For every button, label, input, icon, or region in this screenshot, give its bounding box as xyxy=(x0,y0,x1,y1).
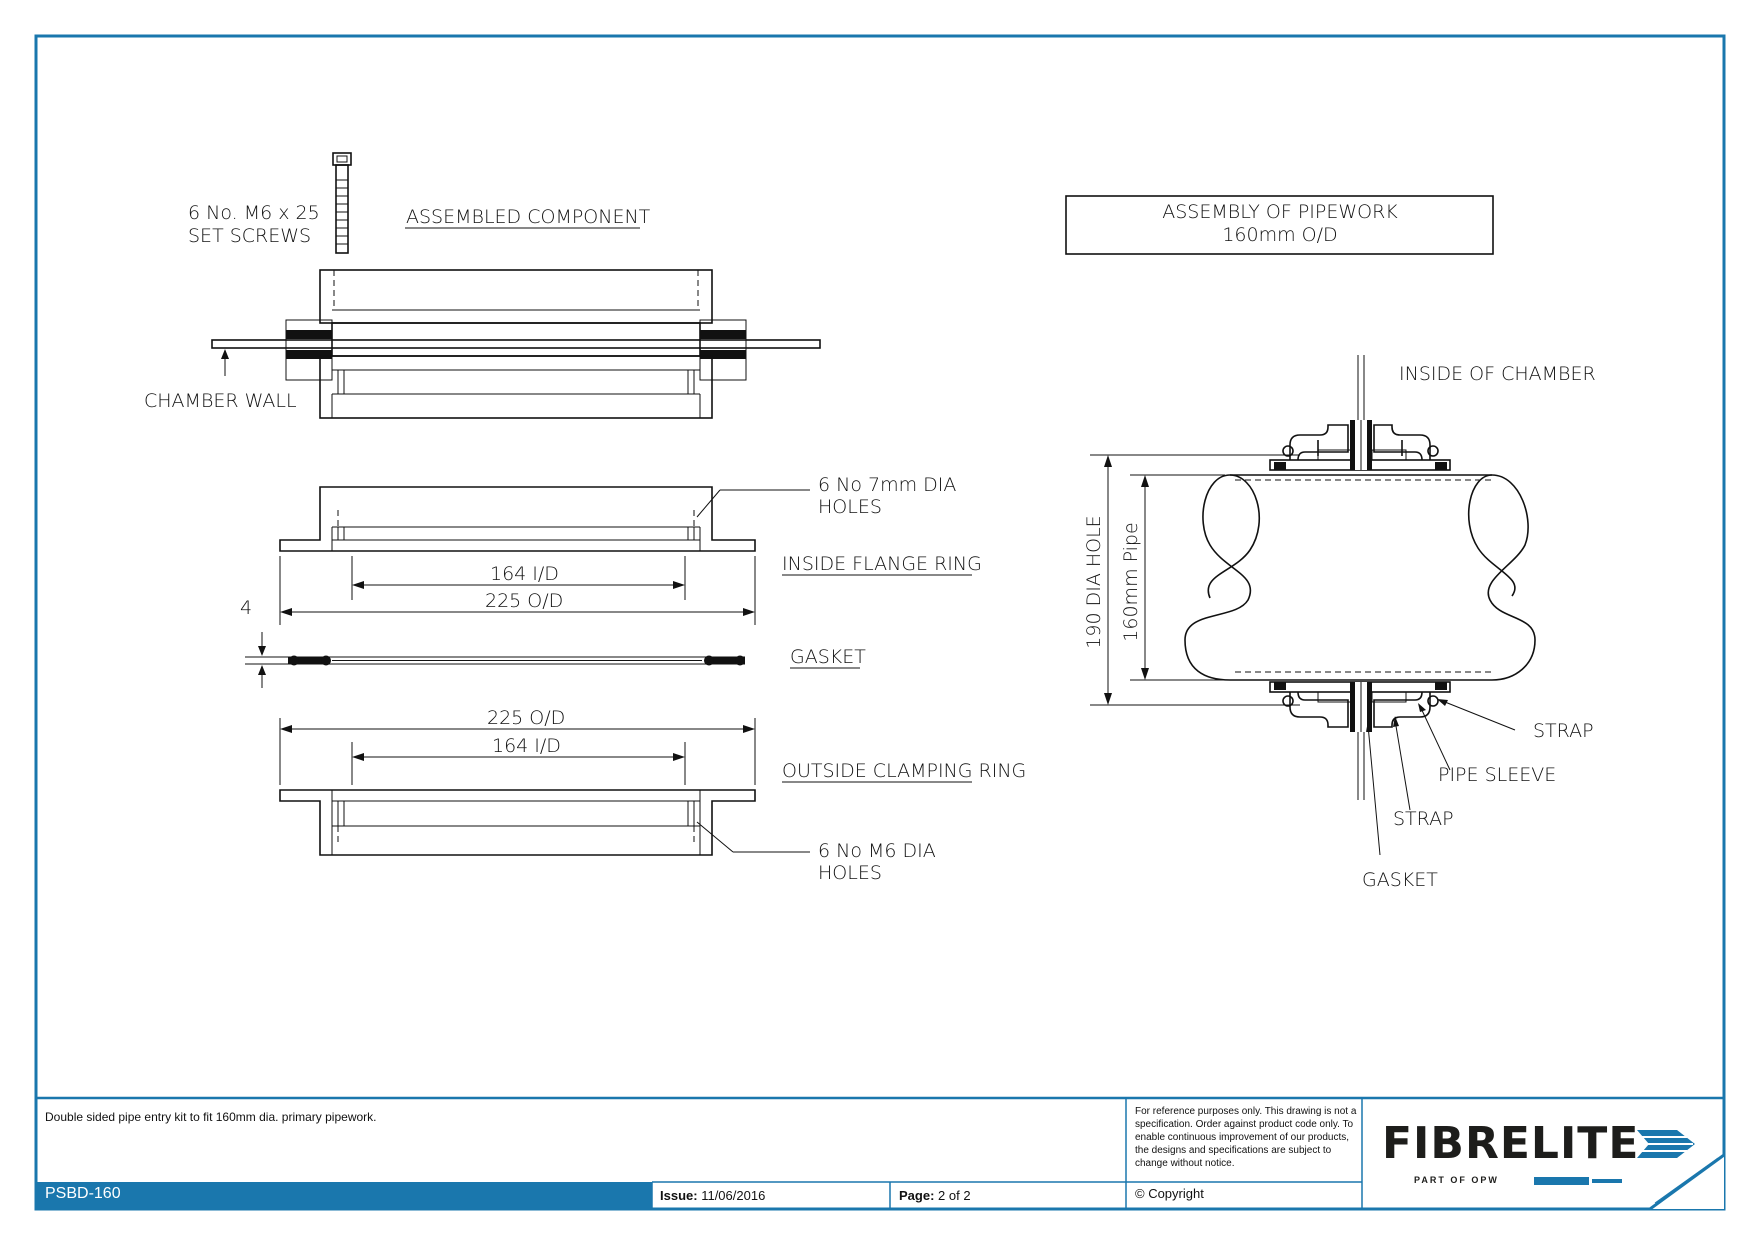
assembled-component-view xyxy=(211,152,821,419)
label-strap-upper: STRAP xyxy=(1533,720,1594,742)
label-strap-lower: STRAP xyxy=(1393,808,1454,830)
logo-arrow-icon xyxy=(1637,1130,1695,1158)
logo-wordmark: FIBRELITE xyxy=(1382,1118,1640,1169)
page-field: Page: 2 of 2 xyxy=(899,1188,971,1203)
pipe-right-end xyxy=(1487,474,1536,681)
issue-value: 11/06/2016 xyxy=(701,1188,766,1203)
drawing-description: Double sided pipe entry kit to fit 160mm… xyxy=(45,1110,377,1124)
disclaimer-note: For reference purposes only. This drawin… xyxy=(1135,1106,1357,1169)
label-dim-4: 4 xyxy=(240,597,252,619)
outside-clamping-ring-view xyxy=(279,718,972,856)
inside-flange-ring-view xyxy=(279,486,972,625)
page-value: 2 of 2 xyxy=(938,1188,971,1203)
gasket-view xyxy=(245,632,860,688)
label-gasket-assembly: GASKET xyxy=(1362,869,1438,891)
label-160mm-pipe: 160mm Pipe xyxy=(1120,522,1142,641)
fibrelite-logo: FIBRELITE PART OF OPW xyxy=(1382,1118,1702,1188)
label-m6-holes-line1: 6 No M6 DIA xyxy=(818,840,936,862)
label-inside-of-chamber: INSIDE OF CHAMBER xyxy=(1399,363,1596,385)
issue-label: Issue: xyxy=(660,1188,698,1203)
label-dim-164-bottom: 164 I/D xyxy=(492,735,561,757)
label-7mm-holes-line1: 6 No 7mm DIA xyxy=(818,474,956,496)
label-m6-holes-line2: HOLES xyxy=(818,862,882,884)
assembly-title-box xyxy=(1065,195,1494,255)
label-dim-225-top: 225 O/D xyxy=(485,590,563,612)
label-dim-225-bottom: 225 O/D xyxy=(487,707,565,729)
code-bar xyxy=(36,1182,652,1209)
issue-field: Issue: 11/06/2016 xyxy=(660,1188,765,1203)
label-pipe-sleeve: PIPE SLEEVE xyxy=(1438,764,1556,786)
drawing-frame xyxy=(34,34,1726,1211)
pipework-assembly-view xyxy=(1065,195,1536,856)
label-set-screws-line1: 6 No. M6 x 25 xyxy=(188,202,320,224)
pipe-left-end xyxy=(1184,474,1252,681)
label-assembled-component: ASSEMBLED COMPONENT xyxy=(406,206,651,228)
copyright: © Copyright xyxy=(1135,1186,1204,1201)
label-set-screws-line2: SET SCREWS xyxy=(188,225,311,247)
label-outside-clamping-ring: OUTSIDE CLAMPING RING xyxy=(782,760,1026,782)
label-chamber-wall: CHAMBER WALL xyxy=(144,390,297,412)
opw-badge-icon xyxy=(1534,1177,1622,1185)
title-block: Double sided pipe entry kit to fit 160mm… xyxy=(37,1100,1726,1210)
label-dim-164-top: 164 I/D xyxy=(490,563,559,585)
product-code: PSBD-160 xyxy=(45,1185,121,1202)
logo-subtitle: PART OF OPW xyxy=(1414,1175,1499,1185)
label-7mm-holes-line2: HOLES xyxy=(818,496,882,518)
label-inside-flange-ring: INSIDE FLANGE RING xyxy=(782,553,982,575)
page-label: Page: xyxy=(899,1188,935,1203)
assembly-title-line2: 160mm O/D xyxy=(1222,224,1337,246)
assembly-title-line1: ASSEMBLY OF PIPEWORK xyxy=(1162,201,1398,223)
label-gasket: GASKET xyxy=(790,646,866,668)
label-190-dia-hole: 190 DIA HOLE xyxy=(1083,515,1105,648)
